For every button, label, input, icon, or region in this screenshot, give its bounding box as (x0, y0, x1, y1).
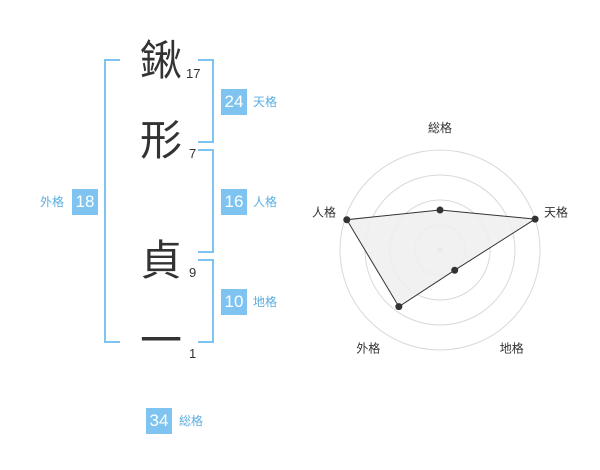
stroke-count-4: 1 (189, 346, 197, 361)
radar-axis-label-0: 総格 (428, 120, 452, 135)
stroke-count-3: 9 (189, 265, 197, 280)
radar-axis-label-2: 地格 (500, 341, 524, 356)
name-char-1: 鍬 (139, 36, 182, 85)
gaikaku-bracket (104, 59, 120, 343)
tenkaku-badge: 24 (221, 89, 247, 115)
name-char-4: 一 (139, 316, 182, 365)
chikaku-label: 地格 (253, 295, 278, 309)
radar-point-4 (343, 216, 351, 224)
stroke-count-1: 17 (186, 66, 201, 81)
radar-value-polygon (345, 209, 537, 308)
chikaku-bracket (198, 259, 214, 343)
gaikaku-badge: 18 (72, 189, 98, 215)
radar-axis-label-1: 天格 (544, 204, 568, 219)
gaikaku-label: 外格 (40, 195, 65, 209)
tenkaku-label: 天格 (253, 95, 278, 109)
name-char-3: 貞 (139, 236, 182, 285)
soukaku-label: 総格 (179, 414, 204, 428)
chikaku-badge: 10 (221, 289, 247, 315)
radar-ring-4 (339, 149, 541, 351)
jinkaku-badge: 16 (221, 189, 247, 215)
stroke-count-2: 7 (189, 146, 197, 161)
radar-points (343, 206, 539, 311)
radar-axis-label-3: 外格 (356, 341, 380, 356)
soukaku-badge: 34 (146, 408, 172, 434)
radar-point-1 (531, 215, 539, 223)
radar-point-2 (451, 266, 459, 274)
radar-axis-label-4: 人格 (312, 204, 336, 219)
radar-point-0 (436, 206, 444, 214)
radar-point-3 (395, 303, 403, 311)
name-char-2: 形 (139, 116, 182, 165)
tenkaku-bracket (198, 59, 214, 143)
jinkaku-label: 人格 (253, 195, 278, 209)
jinkaku-bracket (198, 149, 214, 253)
